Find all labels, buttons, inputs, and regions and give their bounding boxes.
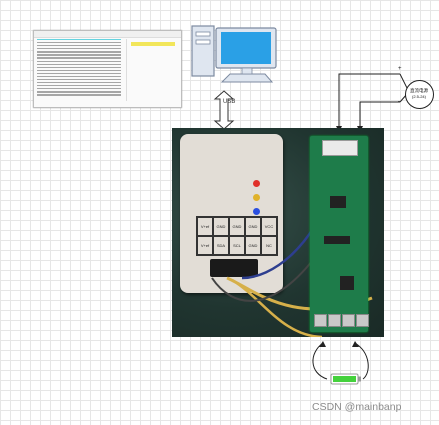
usb-link-arrow bbox=[213, 90, 235, 130]
power-minus-label: - bbox=[398, 99, 400, 105]
pin-label: V+ef bbox=[197, 217, 213, 236]
terminal-pad bbox=[328, 314, 341, 327]
bms-pcb bbox=[310, 136, 369, 332]
terminal-pad bbox=[314, 314, 327, 327]
programmer-box: V+ef GND GND GND VCC V+ef SDA SCL GND NC bbox=[180, 134, 283, 293]
power-supply-range: (2.5-24) bbox=[411, 94, 426, 99]
pin-label: VCC bbox=[261, 217, 277, 236]
connector-top bbox=[322, 140, 358, 156]
pin-label: SDA bbox=[213, 236, 229, 255]
pin-label: GND bbox=[213, 217, 229, 236]
chip bbox=[340, 276, 354, 290]
power-supply-label: 直流电源 bbox=[410, 88, 428, 93]
window-titlebar bbox=[34, 31, 181, 38]
pin-label: GND bbox=[245, 236, 261, 255]
pin-label-grid: V+ef GND GND GND VCC V+ef SDA SCL GND NC bbox=[196, 216, 278, 256]
ribbon-header-connector bbox=[210, 259, 258, 277]
pin-label: GND bbox=[245, 217, 261, 236]
pin-label: V+ef bbox=[197, 236, 213, 255]
led-red bbox=[253, 180, 260, 187]
terminal-pad bbox=[356, 314, 369, 327]
parameter-list bbox=[37, 39, 121, 101]
terminal-pad bbox=[342, 314, 355, 327]
computer-icon bbox=[191, 25, 277, 83]
usb-label: USB bbox=[223, 99, 236, 105]
chip bbox=[324, 236, 350, 244]
power-supply-symbol bbox=[405, 80, 434, 109]
battery-wires bbox=[312, 341, 369, 380]
led-yellow bbox=[253, 194, 260, 201]
side-panel bbox=[126, 39, 179, 101]
pin-label: SCL bbox=[229, 236, 245, 255]
chip bbox=[330, 196, 346, 208]
power-plus-label: + bbox=[398, 66, 402, 72]
power-wires bbox=[336, 73, 408, 132]
software-screenshot bbox=[33, 30, 182, 108]
hardware-photo: V+ef GND GND GND VCC V+ef SDA SCL GND NC bbox=[172, 128, 384, 337]
led-blue bbox=[253, 208, 260, 215]
watermark: CSDN @mainbanp bbox=[312, 401, 402, 413]
battery-icon bbox=[330, 373, 361, 385]
pin-label: NC bbox=[261, 236, 277, 255]
pin-label: GND bbox=[229, 217, 245, 236]
